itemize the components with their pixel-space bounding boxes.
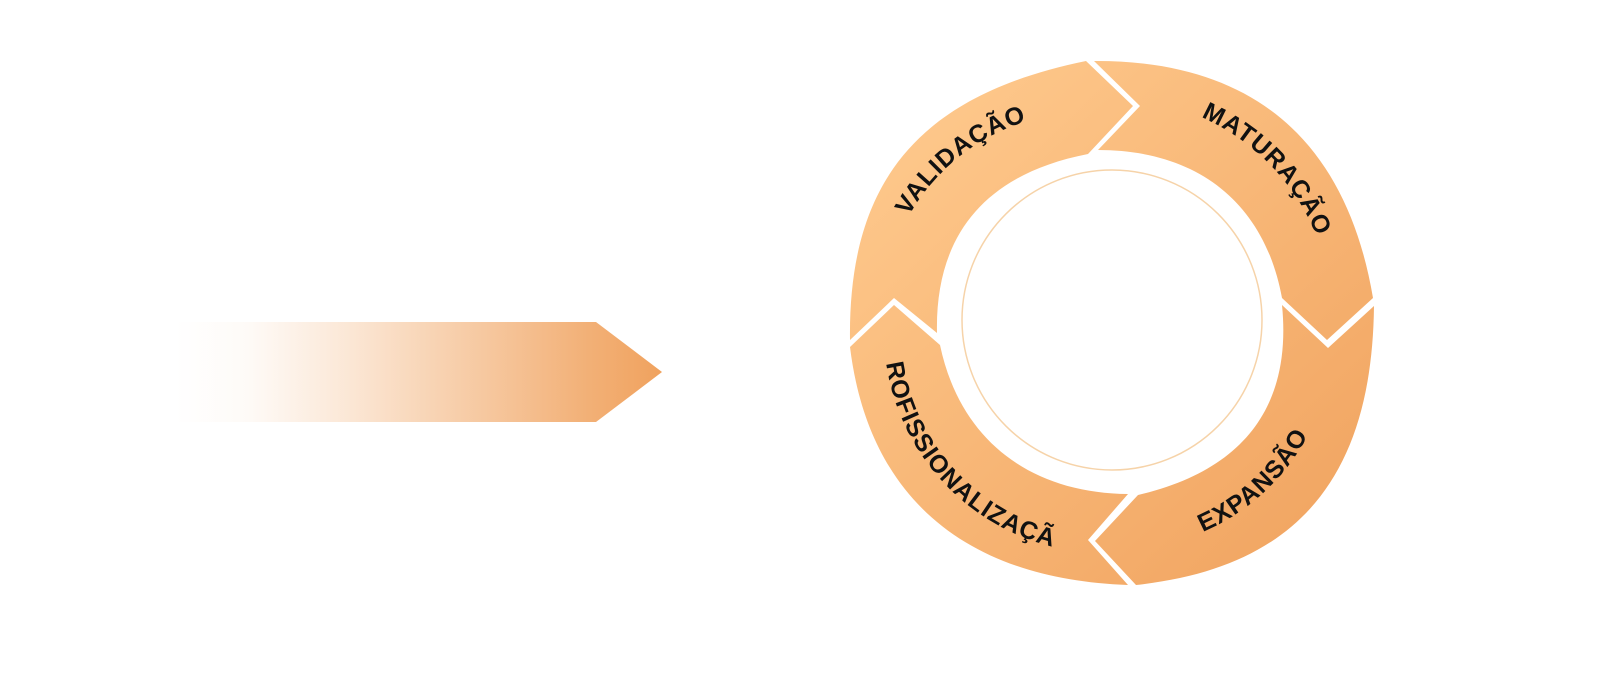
cycle-ring — [849, 60, 1374, 585]
segment-validacao — [849, 61, 1133, 340]
segment-expansao — [1095, 305, 1374, 585]
inner-circle — [961, 169, 1263, 471]
segment-maturacao — [1094, 60, 1373, 340]
transition-arrow — [175, 322, 662, 422]
segment-profissionalizacao — [850, 305, 1128, 585]
